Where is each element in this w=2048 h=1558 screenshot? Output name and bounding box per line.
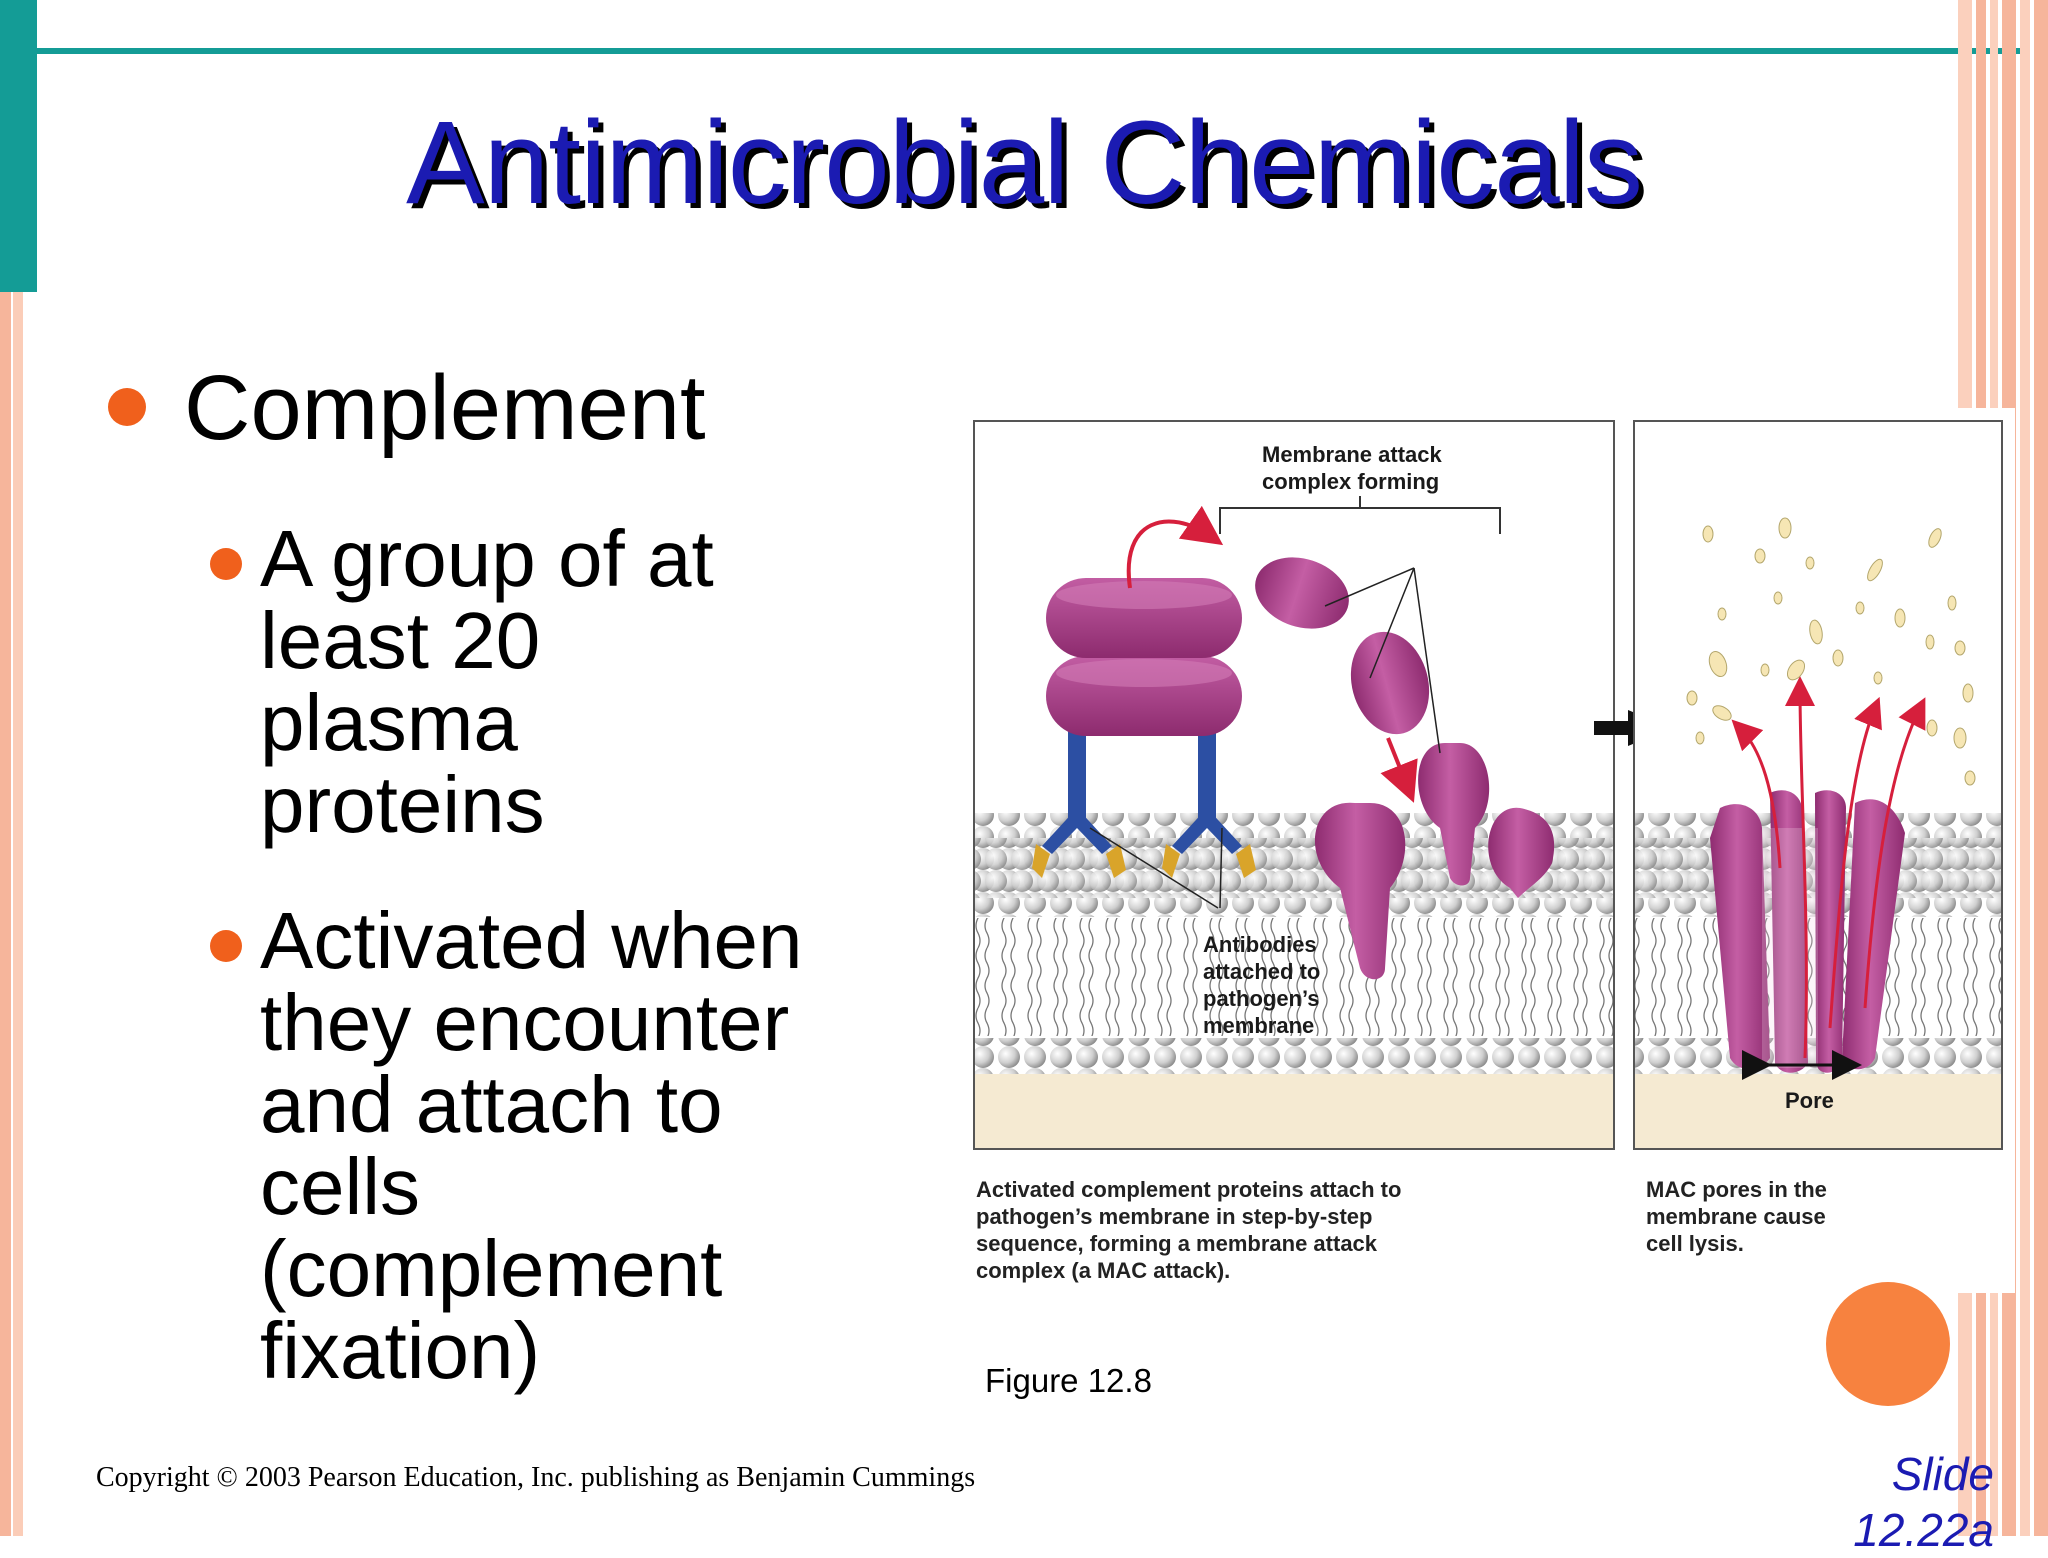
top-rule-line: [37, 48, 2030, 54]
sequence-arrow-2: [1380, 737, 1418, 803]
teal-corner-block: [0, 0, 37, 292]
sub-bullet-text: A group of at least 20 plasma proteins: [260, 514, 714, 849]
complement-illustration: Membrane attack complex forming Antibodi…: [973, 420, 2003, 1283]
mac-protein: [1314, 802, 1406, 980]
antibody-right: [1162, 728, 1256, 878]
mac-protein: [1488, 807, 1555, 898]
mac-protein: [1418, 743, 1490, 886]
caption-right: MAC pores in the membrane cause cell lys…: [1646, 1177, 1833, 1256]
complement-protein-floating: [1350, 631, 1430, 735]
slide-title: Antimicrobial Chemicals: [405, 97, 1643, 229]
complement-protein-floating: [1255, 557, 1349, 629]
pore-protein: [1842, 799, 1905, 1070]
pore-protein: [1815, 790, 1846, 1073]
panel-right: Pore: [1633, 420, 2003, 1150]
bullet-dot: [210, 930, 242, 962]
sequence-arrow-1: [1126, 505, 1224, 589]
left-accent-stripe-light: [13, 292, 23, 1536]
antibody-left: [1032, 728, 1126, 878]
decorative-orange-circle: [1826, 1282, 1950, 1406]
figure-number: Figure 12.8: [985, 1362, 1152, 1399]
caption-left: Activated complement proteins attach to …: [976, 1177, 1408, 1283]
bullet-dot: [210, 548, 242, 580]
panel-left: Membrane attack complex forming Antibodi…: [973, 420, 1615, 1150]
slide-number: Slide 12.22a: [1853, 1448, 1994, 1556]
label-antibodies: Antibodies attached to pathogen’s membra…: [1203, 932, 1326, 1038]
left-accent-stripe: [0, 292, 11, 1536]
pore-protein: [1710, 804, 1770, 1070]
complement-figure: Membrane attack complex forming Antibodi…: [970, 408, 2015, 1293]
sub-bullet-text: Activated when they encounter and attach…: [260, 896, 803, 1395]
cell-contents-leak: [1686, 517, 1976, 786]
bullet-text: Complement: [184, 357, 706, 459]
label-mac-forming: Membrane attack complex forming: [1262, 442, 1448, 494]
copyright-notice: Copyright © 2003 Pearson Education, Inc.…: [96, 1462, 976, 1493]
label-pore: Pore: [1785, 1088, 1834, 1113]
complement-protein-stack: [1046, 578, 1242, 736]
bullet-dot: [108, 388, 146, 426]
